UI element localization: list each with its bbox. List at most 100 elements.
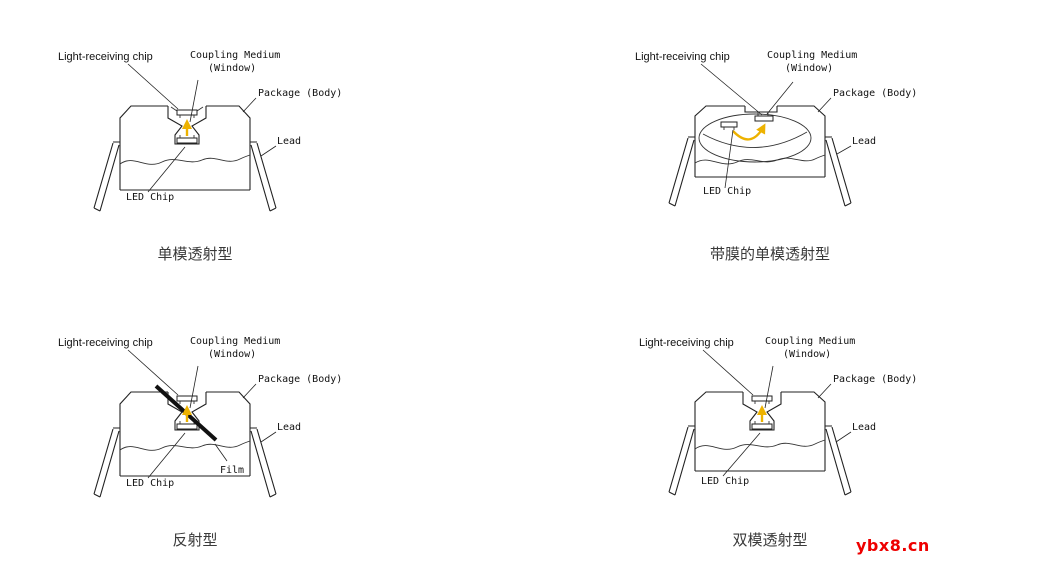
leader-coupling-medium — [189, 79, 199, 123]
leader-package-body — [817, 97, 832, 113]
label-coupling-medium: Coupling Medium — [190, 336, 280, 347]
light-receiving-chip-part — [176, 395, 198, 404]
mold-wave-line — [694, 439, 826, 450]
label-package-body: Package (Body) — [258, 88, 342, 99]
lead-right — [250, 142, 277, 212]
labels: Light-receiving chip Coupling Medium (Wi… — [58, 50, 342, 203]
package-outline — [694, 391, 826, 472]
label-lead: Lead — [852, 136, 876, 147]
label-led-chip: LED Chip — [703, 186, 751, 197]
leader-led-chip — [147, 432, 186, 479]
chip-wires — [754, 401, 770, 404]
top-notch — [744, 106, 778, 113]
label-package-body: Package (Body) — [833, 88, 917, 99]
label-coupling-medium-window: (Window) — [783, 349, 831, 360]
watermark: ybx8.cn — [856, 536, 930, 555]
optocoupler-diagram-reflective: Light-receiving chip Coupling Medium (Wi… — [58, 336, 342, 498]
panel-caption: 带膜的单模透射型 — [709, 245, 830, 263]
led-chip-part — [720, 121, 738, 130]
light-receiving-chip-body — [176, 109, 198, 116]
lead-right — [250, 428, 277, 498]
panel-dual-mode-transmissive: Light-receiving chip Coupling Medium (Wi… — [605, 328, 935, 550]
label-coupling-medium: Coupling Medium — [767, 50, 857, 61]
light-receiving-chip-body — [751, 395, 773, 402]
optocoupler-diagram-single-mode: Light-receiving chip Coupling Medium (Wi… — [58, 50, 342, 212]
leader-coupling-medium — [764, 365, 774, 409]
panel-caption: 单模透射型 — [157, 245, 233, 263]
chip-wires — [179, 401, 195, 404]
leader-coupling-medium — [189, 365, 199, 409]
chip-wires — [723, 127, 735, 130]
leader-led-chip — [722, 432, 761, 477]
led-chip-body — [720, 121, 738, 128]
package-outline — [119, 105, 251, 191]
optocoupler-diagram-dual-mode: Light-receiving chip Coupling Medium (Wi… — [639, 336, 917, 496]
panel-single-mode-transmissive: Light-receiving chip Coupling Medium (Wi… — [30, 42, 360, 264]
light-path-arrow — [732, 123, 766, 141]
cavity-outline — [167, 392, 207, 431]
leader-light-receiving-chip — [702, 349, 754, 396]
inner-film-curve — [702, 131, 808, 148]
panel-caption: 双模透射型 — [732, 531, 808, 549]
leader-lead — [835, 431, 852, 443]
leader-lead — [836, 145, 852, 155]
lead-left — [93, 142, 120, 212]
label-coupling-medium: Coupling Medium — [190, 50, 280, 61]
lead-left — [93, 428, 120, 498]
light-receiving-chip-part — [754, 112, 774, 122]
label-light-receiving-chip: Light-receiving chip — [639, 337, 734, 349]
lead-left — [668, 426, 695, 496]
lead-right — [825, 426, 852, 496]
leader-coupling-medium — [766, 81, 794, 115]
leader-led-chip — [147, 146, 186, 193]
leader-package-body — [817, 383, 832, 399]
label-package-body: Package (Body) — [258, 374, 342, 385]
cavity-outline — [742, 392, 782, 431]
leader-light-receiving-chip — [127, 349, 179, 396]
cavity-outline — [167, 106, 207, 145]
optocoupler-diagram-film-single-mode: Light-receiving chip Coupling Medium (Wi… — [635, 50, 917, 207]
label-lead: Lead — [277, 422, 301, 433]
led-chip-part — [176, 421, 198, 430]
mold-wave-line — [119, 440, 251, 451]
package-drawing — [668, 105, 852, 207]
led-chip-part — [176, 135, 198, 144]
label-leader-lines — [702, 349, 852, 477]
label-coupling-medium-window: (Window) — [208, 349, 256, 360]
label-package-body: Package (Body) — [833, 374, 917, 385]
label-coupling-medium-window: (Window) — [208, 63, 256, 74]
leader-lead — [260, 145, 277, 157]
lead-left — [668, 137, 695, 207]
labels: Light-receiving chip Coupling Medium (Wi… — [635, 50, 917, 197]
label-film: Film — [220, 465, 244, 476]
labels: Light-receiving chip Coupling Medium (Wi… — [639, 336, 917, 487]
dome-film — [698, 113, 812, 163]
leader-light-receiving-chip — [127, 63, 179, 110]
label-leader-lines — [700, 63, 852, 189]
package-drawing — [93, 384, 277, 498]
mold-wave-line — [694, 154, 826, 165]
leader-light-receiving-chip — [700, 63, 763, 116]
chip-wires — [754, 421, 770, 424]
chip-wires — [179, 135, 195, 138]
label-coupling-medium-window: (Window) — [785, 63, 833, 74]
package-outline — [119, 391, 251, 477]
labels: Light-receiving chip Coupling Medium (Wi… — [58, 336, 342, 489]
panel-film-single-mode-transmissive: Light-receiving chip Coupling Medium (Wi… — [605, 42, 935, 264]
leader-package-body — [242, 383, 257, 399]
label-led-chip: LED Chip — [701, 476, 749, 487]
package-drawing — [93, 105, 277, 212]
leader-lead — [260, 431, 277, 443]
light-receiving-chip-part — [751, 395, 773, 404]
leader-film — [214, 443, 228, 462]
leader-package-body — [242, 97, 257, 113]
label-light-receiving-chip: Light-receiving chip — [58, 51, 153, 63]
label-lead: Lead — [852, 422, 876, 433]
led-chip-body — [176, 137, 198, 144]
mold-wave-line — [119, 154, 251, 165]
leader-led-chip — [724, 129, 734, 189]
lead-right — [825, 137, 852, 207]
label-leader-lines — [127, 349, 277, 479]
panel-reflective: Light-receiving chip Coupling Medium (Wi… — [30, 328, 360, 550]
chip-wires — [170, 106, 204, 118]
